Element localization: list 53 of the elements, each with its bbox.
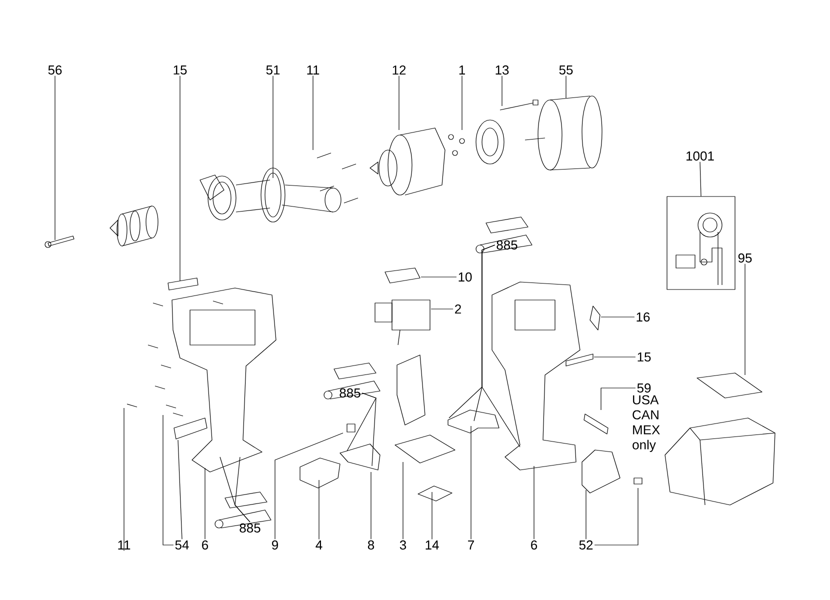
leader-line [470, 426, 472, 540]
leader-line [178, 440, 182, 540]
leader-line [402, 462, 404, 540]
callout-number: 2 [455, 304, 461, 314]
callout-number: 13 [496, 65, 509, 75]
leader-line [482, 244, 520, 448]
callout-number: 1 [459, 66, 465, 74]
leader-line [234, 456, 250, 522]
callout-number: 54 [175, 540, 189, 550]
callout-number: 55 [559, 65, 573, 75]
note-text: USA CAN MEX only [632, 395, 660, 452]
callout-number: 6 [531, 540, 538, 550]
callout-number: 3 [400, 540, 406, 550]
leader-line [744, 264, 746, 376]
leader-line [54, 76, 56, 240]
callout-number: 12 [392, 65, 406, 75]
callout-number: 10 [458, 272, 472, 282]
leader-line [318, 480, 320, 540]
callout-number: 7 [468, 540, 474, 550]
wiring-diagram-box [666, 196, 736, 290]
leader-line [700, 162, 702, 196]
leader-line [594, 356, 636, 358]
leader-line [600, 316, 635, 318]
callout-number: 9 [272, 540, 278, 550]
callout-number: 51 [266, 65, 280, 75]
callout-number: 56 [48, 65, 62, 75]
leader-line [600, 388, 636, 410]
callout-number: 8 [368, 540, 374, 550]
callout-number: 885 [496, 240, 518, 250]
leader-line [398, 76, 400, 130]
leader-line [312, 75, 314, 150]
callout-number: 52 [579, 540, 593, 550]
callout-number: 16 [636, 312, 650, 322]
callout-number: 15 [174, 65, 187, 75]
callout-number: 95 [738, 253, 752, 263]
leader-line [204, 468, 206, 540]
leader-line [430, 308, 454, 310]
callout-number: 59 [637, 383, 651, 393]
callout-number: 11 [307, 66, 320, 74]
leader-line [362, 392, 376, 466]
leader-line [420, 276, 457, 278]
leader-line [370, 472, 372, 540]
leader-line [594, 488, 638, 546]
leader-line [272, 76, 274, 178]
callout-number: 6 [202, 540, 208, 550]
callout-number: 885 [240, 523, 260, 533]
callout-number: 885 [340, 388, 360, 398]
callout-number: 1001 [686, 151, 714, 161]
leader-line [274, 432, 344, 540]
callout-number: 15 [638, 352, 651, 362]
leader-line [162, 414, 174, 546]
callout-number: 14 [426, 540, 439, 550]
callout-number: 4 [316, 540, 322, 550]
